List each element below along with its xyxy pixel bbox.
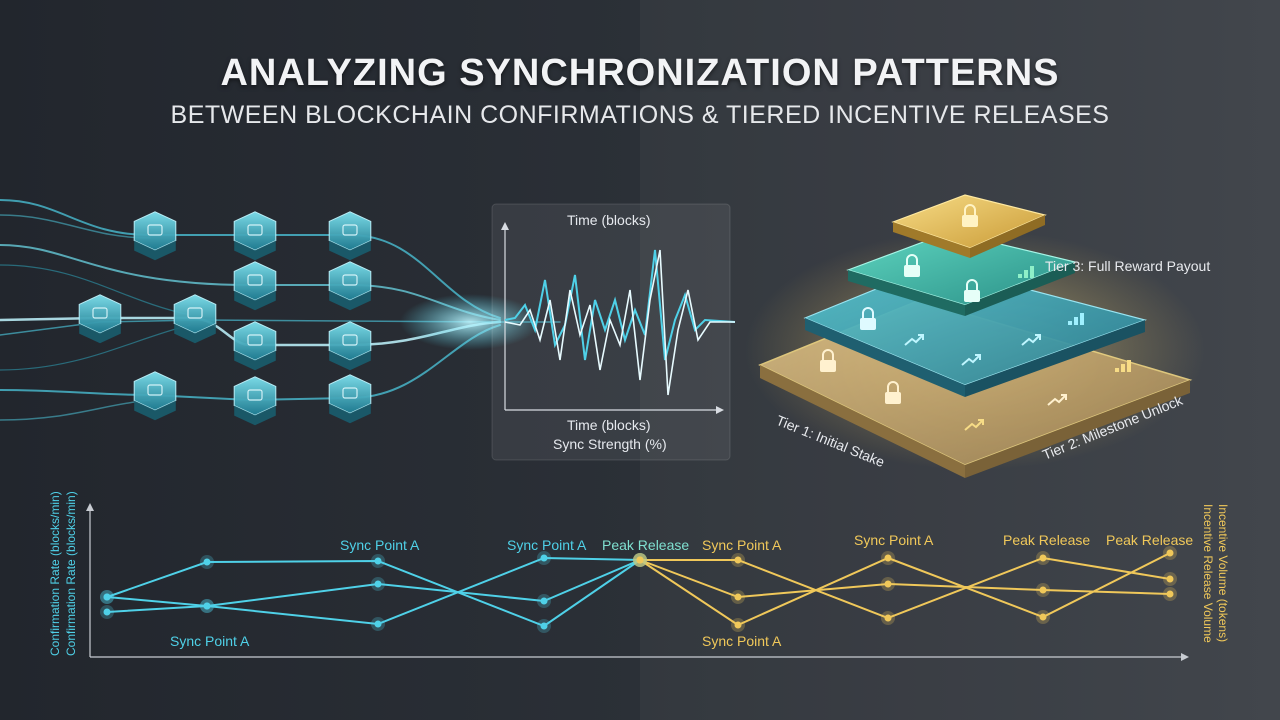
annotation-sync-a-2: Sync Point A — [340, 537, 420, 553]
timeline-marker — [884, 554, 892, 562]
timeline-marker — [103, 593, 111, 601]
trend-up-icon — [1047, 394, 1067, 406]
hex-node — [133, 211, 177, 261]
timeline-marker — [1166, 575, 1174, 583]
blockchain-node-cluster — [78, 211, 372, 426]
timeline-marker — [734, 556, 742, 564]
hex-node — [78, 294, 122, 344]
bar-chart-icon — [1115, 360, 1131, 372]
hex-node — [233, 261, 277, 311]
timeline-marker — [540, 554, 548, 562]
waveform-signal-white — [504, 249, 735, 396]
timeline-marker — [203, 558, 211, 566]
pyramid-icons — [820, 204, 1131, 431]
waveform-y-label: Sync Strength (%) — [553, 436, 667, 452]
hex-node — [328, 374, 372, 424]
page-subtitle: BETWEEN BLOCKCHAIN CONFIRMATIONS & TIERE… — [170, 101, 1110, 129]
timeline-marker — [540, 622, 548, 630]
waveform-x-label: Time (blocks) — [567, 417, 651, 433]
trend-up-icon — [961, 354, 981, 366]
hex-node — [233, 321, 277, 371]
annotation-peak-release-1: Peak Release — [602, 537, 690, 553]
timeline-marker — [734, 621, 742, 629]
hex-node — [133, 371, 177, 421]
hex-node — [328, 321, 372, 371]
left-axis-label-1: Confirmation Rate (blocks/min) — [48, 491, 62, 656]
timeline-chart — [86, 503, 1189, 661]
right-axis-label-2: Incentive Volume (tokens) — [1216, 504, 1230, 643]
trend-up-icon — [964, 419, 984, 431]
timeline-marker — [1166, 549, 1174, 557]
lock-icon — [885, 381, 901, 404]
timeline-marker — [1039, 586, 1047, 594]
timeline-marker — [374, 557, 382, 565]
annotation-peak-release-2: Peak Release — [1003, 532, 1091, 548]
timeline-marker — [636, 556, 644, 564]
annotation-sync-a-5: Sync Point A — [702, 633, 782, 649]
timeline-marker — [103, 608, 111, 616]
annotation-peak-release-3: Peak Release — [1106, 532, 1194, 548]
timeline-marker — [884, 580, 892, 588]
timeline-marker — [374, 580, 382, 588]
hex-node — [173, 294, 217, 344]
timeline-marker — [1039, 554, 1047, 562]
hex-node — [328, 211, 372, 261]
tier-3-label: Tier 3: Full Reward Payout — [1045, 258, 1211, 274]
timeline-marker — [1166, 590, 1174, 598]
timeline-marker — [884, 614, 892, 622]
page-title: ANALYZING SYNCHRONIZATION PATTERNS — [220, 52, 1060, 94]
hex-node — [233, 376, 277, 426]
lock-icon — [962, 204, 978, 227]
annotation-sync-a-4: Sync Point A — [702, 537, 782, 553]
timeline-series-line — [106, 559, 641, 628]
left-axis-label-2: Confirmation Rate (blocks/min) — [64, 491, 78, 656]
timeline-marker — [734, 593, 742, 601]
lock-icon — [964, 279, 980, 302]
hex-node — [233, 211, 277, 261]
waveform-top-label: Time (blocks) — [567, 212, 651, 228]
annotation-sync-a-6: Sync Point A — [854, 532, 934, 548]
lock-icon — [860, 307, 876, 330]
timeline-marker — [203, 602, 211, 610]
tier-pyramid — [745, 194, 1205, 478]
timeline-series-line — [640, 556, 1171, 620]
trend-up-icon — [1021, 334, 1041, 346]
right-axis-label-1: Incentive Release Volume — [1201, 504, 1215, 643]
waveform-signal-cyan — [504, 249, 736, 361]
bar-chart-icon — [1068, 313, 1084, 325]
annotation-sync-a-1: Sync Point A — [170, 633, 250, 649]
waveform-panel — [491, 203, 736, 461]
bar-chart-icon — [1018, 266, 1034, 278]
timeline-marker — [1039, 613, 1047, 621]
annotation-sync-a-3: Sync Point A — [507, 537, 587, 553]
timeline-marker — [540, 597, 548, 605]
lock-icon — [904, 254, 920, 277]
timeline-marker — [374, 620, 382, 628]
trend-up-icon — [904, 334, 924, 346]
lock-icon — [820, 349, 836, 372]
hex-node — [328, 261, 372, 311]
